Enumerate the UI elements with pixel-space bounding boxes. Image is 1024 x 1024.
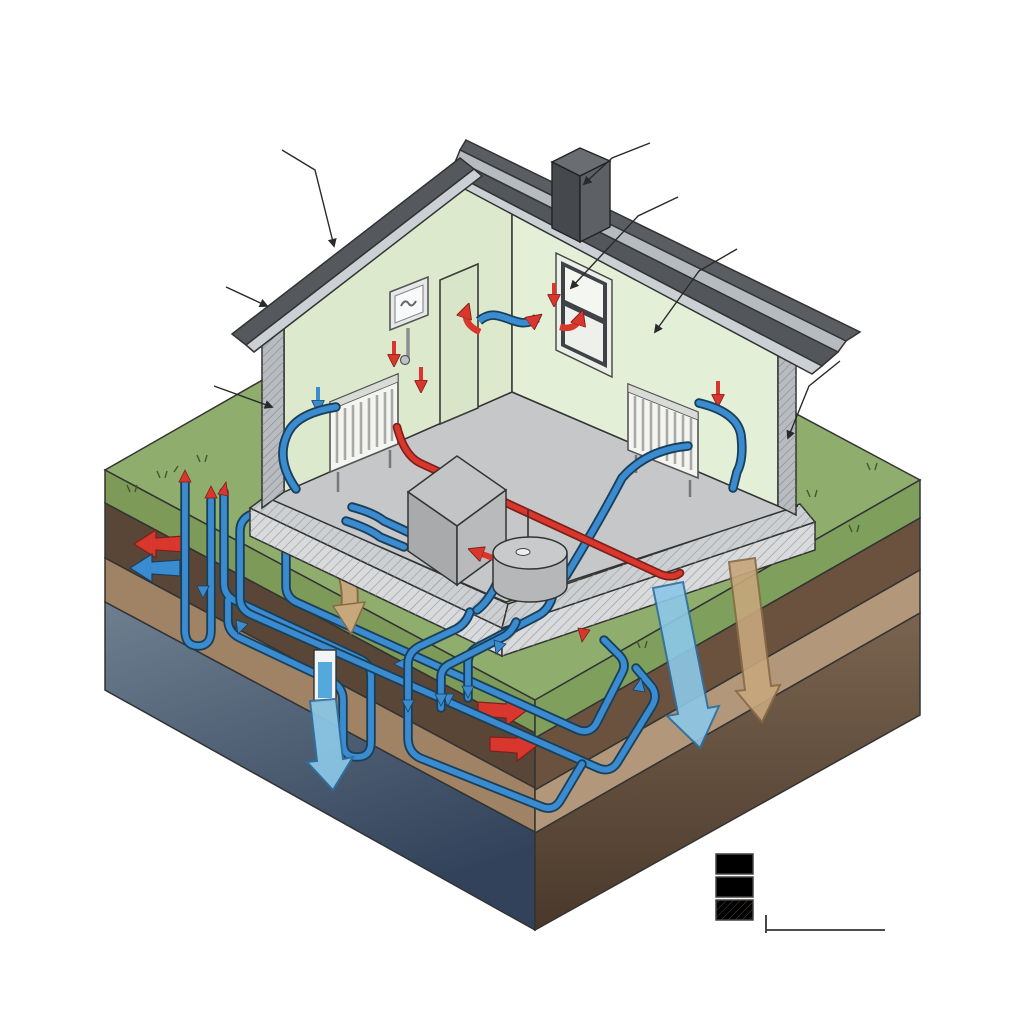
slab-side-left-hatch [250, 508, 502, 656]
leader-cooled [786, 360, 841, 440]
leader-insulation [225, 286, 269, 308]
heat-pump-circuit [283, 403, 742, 808]
slab-margin-left-hatch [250, 496, 508, 628]
leader-house-foundation-right [582, 142, 651, 186]
leader-depth [213, 385, 274, 409]
air-circulation-arrows [466, 309, 581, 335]
buffer-tank [492, 510, 568, 603]
warm-air-hook-icon [559, 316, 581, 332]
warm-down-arrow-right-icon [727, 556, 782, 724]
chimney [550, 147, 612, 244]
legend-swatch-soil-hatch [716, 900, 753, 920]
legend-swatch-cooler [715, 853, 754, 875]
radiator-left [329, 372, 399, 492]
soil-curved-arrow-head [331, 601, 367, 636]
slab-margin-right-hatch [502, 504, 815, 628]
leader-thermostat [569, 196, 679, 290]
thermostat-display-icon [400, 300, 417, 307]
heat-exchange-arrows-right [651, 556, 782, 750]
leader-ground-loop [281, 149, 337, 248]
callouts [213, 142, 841, 440]
legend [715, 853, 885, 933]
insulation-column-right-hatch [778, 327, 796, 515]
cool-down-arrow-right-icon [651, 580, 721, 750]
wall-flow-arrows [318, 283, 718, 408]
thermostat-panel [389, 275, 429, 366]
roof-soffit-left [244, 168, 484, 353]
cool-air-flow-icon [477, 312, 537, 323]
warm-air-hook-icon [466, 309, 482, 335]
door [439, 262, 479, 426]
scale-bar [765, 915, 885, 933]
pipe-flow-arrowheads-over [401, 627, 591, 713]
legend-swatch-warmer [715, 876, 754, 898]
cool-down-arrow-left-icon [304, 697, 356, 792]
warm-left-arrow-icon [132, 528, 185, 560]
deep-warm-face [534, 611, 921, 932]
cool-left-arrow-icon [128, 552, 181, 584]
borehole-water [318, 662, 332, 698]
leader-heated [653, 248, 738, 334]
